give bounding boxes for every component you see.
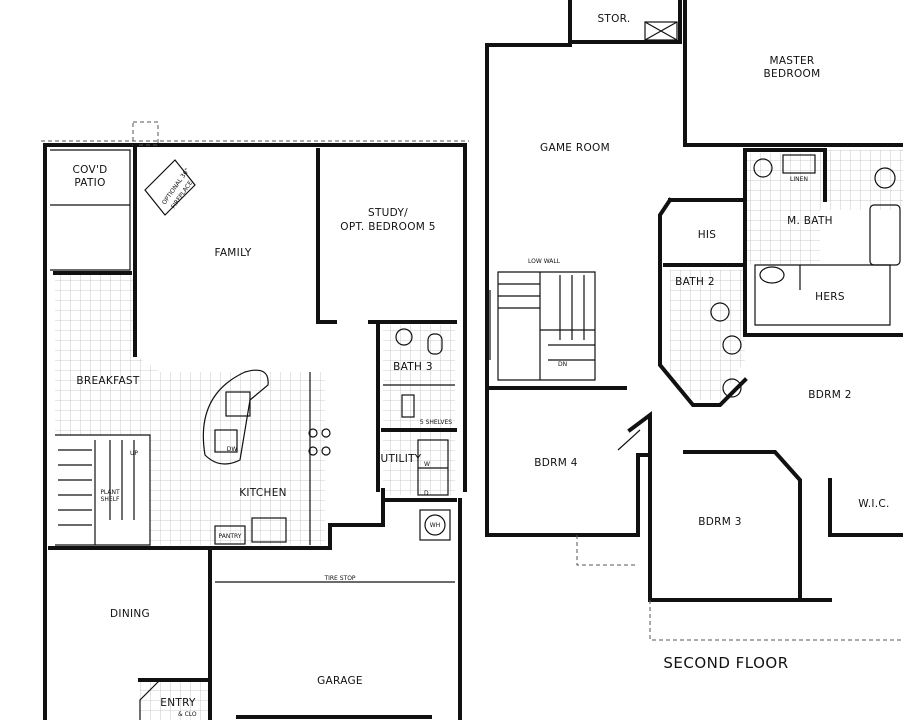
sf-stair-outline bbox=[497, 271, 596, 381]
family-label: FAMILY bbox=[214, 247, 251, 259]
bdrm3-north-wall bbox=[683, 450, 802, 602]
entry-angle bbox=[139, 679, 161, 720]
bath3-label: BATH 3 bbox=[393, 361, 433, 373]
entry-tile bbox=[140, 680, 210, 720]
covd-patio-label-2: PATIO bbox=[74, 177, 105, 189]
burner-4 bbox=[321, 446, 331, 456]
stor-wall bbox=[568, 0, 682, 44]
stor-vent-x bbox=[644, 21, 678, 41]
linen-shelf-2 bbox=[782, 154, 816, 174]
burner-2 bbox=[321, 428, 331, 438]
dishwasher bbox=[214, 429, 238, 453]
hers-label: HERS bbox=[815, 291, 845, 303]
bath2-toilet bbox=[710, 302, 730, 322]
utility-label: UTILITY bbox=[380, 453, 421, 465]
covd-patio-label-1: COV'D bbox=[72, 164, 107, 176]
plant-shelf-note-1: PLANT bbox=[100, 489, 120, 496]
dining-label: DINING bbox=[110, 608, 150, 620]
dw-note: DW bbox=[227, 446, 238, 453]
stor-label: STOR. bbox=[597, 13, 630, 25]
burner-3 bbox=[308, 446, 318, 456]
burner-1 bbox=[308, 428, 318, 438]
bath2-west-wall bbox=[658, 197, 748, 407]
kitchen-tile bbox=[135, 355, 325, 545]
bdrm2-label: BDRM 2 bbox=[808, 389, 851, 401]
washer-note: W bbox=[424, 461, 430, 468]
breakfast-label: BREAKFAST bbox=[76, 375, 140, 387]
stair-up-note: UP bbox=[130, 450, 138, 457]
master-label-2: BEDROOM bbox=[764, 68, 821, 80]
pantry-box bbox=[214, 525, 246, 545]
kitchen-island bbox=[202, 369, 269, 465]
dn-note: DN bbox=[558, 361, 567, 368]
master-south-wall bbox=[683, 0, 903, 147]
study-label-2: OPT. BEDROOM 5 bbox=[340, 221, 435, 233]
wh-note: WH bbox=[430, 522, 440, 529]
bath2-sink-2 bbox=[722, 378, 742, 398]
mbath-toilet bbox=[753, 158, 773, 178]
sf-stair-treads bbox=[498, 272, 595, 380]
stair-treads bbox=[58, 440, 135, 545]
kitchen-south-wall bbox=[48, 488, 385, 550]
mbath-north-wall bbox=[743, 148, 827, 202]
sf-north-west bbox=[485, 0, 572, 47]
second-floor: STOR. MASTER BEDROOM GAME ROOM HIS M. BA… bbox=[485, 0, 903, 672]
pantry-label: PANTRY bbox=[219, 533, 242, 540]
linen-shelf bbox=[401, 394, 415, 418]
hers-closet bbox=[754, 264, 891, 326]
kitchen-sink bbox=[225, 391, 251, 417]
his-label: HIS bbox=[698, 229, 717, 241]
bdrm4-label: BDRM 4 bbox=[534, 457, 577, 469]
family-study-wall bbox=[316, 148, 337, 324]
patio-outline bbox=[50, 149, 131, 271]
study-label-1: STUDY/ bbox=[368, 207, 408, 219]
game-room-label: GAME ROOM bbox=[540, 142, 610, 154]
kitchen-label: KITCHEN bbox=[239, 487, 287, 499]
wic-wall bbox=[828, 478, 903, 537]
stor-vent bbox=[644, 21, 678, 41]
bath2-tile bbox=[670, 270, 745, 400]
first-floor: COV'D PATIO FAMILY STUDY/ OPT. BEDROOM 5… bbox=[41, 121, 469, 720]
garage-label: GARAGE bbox=[317, 675, 363, 687]
bdrm4-closet bbox=[627, 411, 652, 457]
low-wall-note: LOW WALL bbox=[528, 258, 561, 265]
tub bbox=[869, 204, 901, 266]
mbath-sink bbox=[759, 266, 785, 284]
bath3-toilet bbox=[395, 328, 413, 346]
tire-stop-note: TIRE STOP bbox=[323, 575, 355, 582]
mbath-tile-2 bbox=[820, 150, 903, 210]
fridge bbox=[251, 517, 287, 543]
coat-closet-note: & CLO bbox=[178, 711, 197, 718]
second-floor-title: SECOND FLOOR bbox=[663, 654, 788, 672]
linen-label: LINEN bbox=[790, 176, 808, 183]
bath3-utility-tile bbox=[383, 325, 455, 495]
stair-outline bbox=[55, 434, 151, 546]
wh-closet bbox=[419, 509, 451, 541]
m-bath-label: M. BATH bbox=[787, 215, 833, 227]
fireplace-outline bbox=[144, 159, 196, 216]
bdrm3-label: BDRM 3 bbox=[698, 516, 741, 528]
bdrm4-closet-line bbox=[617, 429, 641, 451]
bath2-label: BATH 2 bbox=[675, 276, 715, 288]
north-east-wall bbox=[43, 143, 467, 492]
mbath-sink-2 bbox=[874, 167, 896, 189]
fireplace-chimney bbox=[132, 121, 159, 146]
bath2-sink-1 bbox=[722, 335, 742, 355]
sf-dash-2 bbox=[576, 535, 638, 566]
plant-shelf-note-2: SHELF bbox=[101, 496, 120, 503]
bath3-sink bbox=[427, 333, 443, 355]
dryer-note: D bbox=[424, 490, 429, 497]
entry-label: ENTRY bbox=[160, 697, 196, 709]
master-label-1: MASTER bbox=[769, 55, 814, 67]
water-heater bbox=[424, 514, 446, 536]
breakfast-tile bbox=[55, 275, 135, 435]
shelves-note: 5 SHELVES bbox=[420, 419, 452, 426]
sf-porch-dash bbox=[649, 600, 903, 641]
wic-label: W.I.C. bbox=[858, 498, 889, 510]
